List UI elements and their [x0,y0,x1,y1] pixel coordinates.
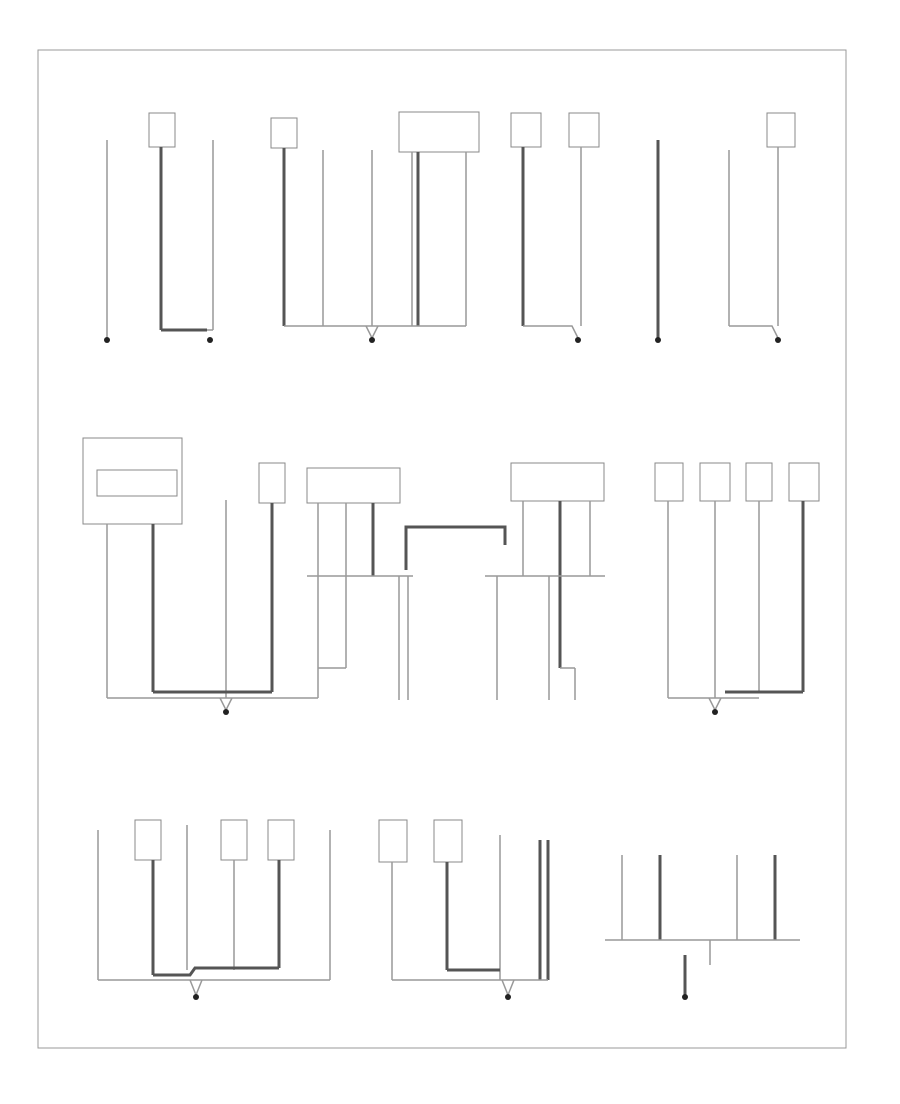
component-box [220,819,248,861]
component-box [766,112,796,148]
component-box [267,819,295,861]
ground-point [193,994,199,1000]
component-box [306,467,401,504]
component-box [654,462,684,502]
component-box [270,117,298,149]
component-box [568,112,600,148]
bottom-section [97,819,800,1000]
ground-point [223,709,229,715]
component-box [510,112,542,148]
component-box [433,819,463,863]
component-box [148,112,176,148]
component-box [258,462,286,504]
ground-point [712,709,718,715]
diagram-border [37,49,847,1049]
ground-point [104,337,110,343]
top-section [104,111,796,343]
ground-point [682,994,688,1000]
ground-point [775,337,781,343]
component-box [510,462,605,502]
component-box [378,819,408,863]
ground-point [575,337,581,343]
component-box [699,462,731,502]
component-box [788,462,820,502]
middle-section [82,437,820,715]
ground-point [369,337,375,343]
component-box [96,469,178,497]
ground-point [207,337,213,343]
component-box [745,462,773,502]
ground-point [505,994,511,1000]
component-box [134,819,162,861]
component-box [398,111,480,153]
ground-point [655,337,661,343]
